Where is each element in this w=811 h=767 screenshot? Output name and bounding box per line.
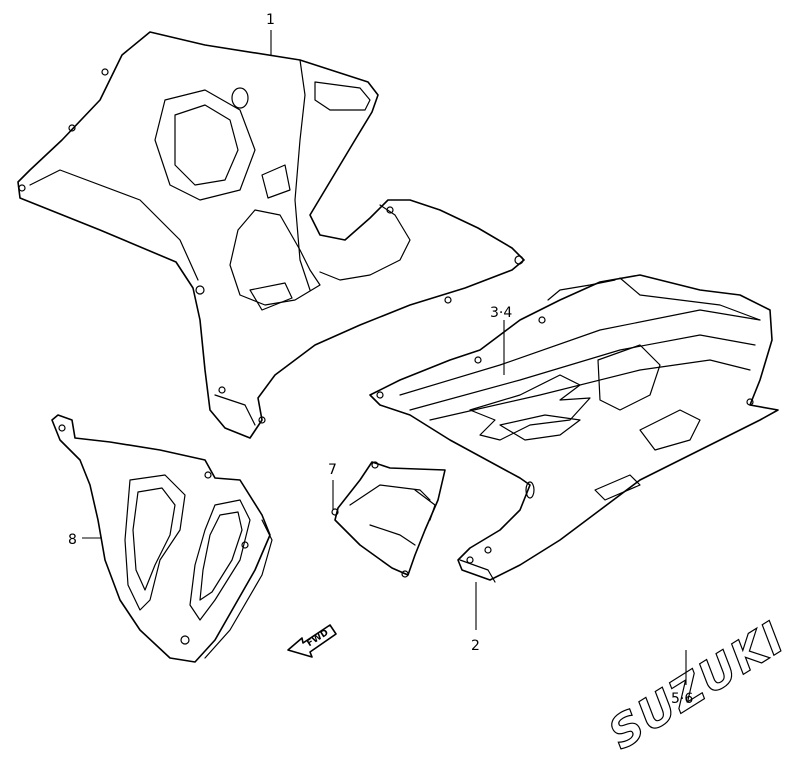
part-2-lower-cowling: [369, 274, 779, 583]
part-7-inner-panel: [331, 461, 446, 578]
part-1-upper-fairing: [17, 31, 525, 439]
callout-part-1: 1: [266, 12, 275, 28]
callout-part-7: 7: [328, 462, 337, 478]
callout-part-3-4: 3·4: [490, 305, 512, 321]
callout-part-2: 2: [471, 638, 480, 654]
callout-part-8: 8: [68, 532, 77, 548]
suzuki-logo-text: SUZUKI: [600, 612, 795, 760]
forward-arrow-icon: FWD: [287, 624, 337, 658]
callout-part-5-6: 5·6: [671, 691, 693, 707]
suzuki-decal-logo: SUZUKI: [599, 611, 795, 760]
part-8-inner-side-panel: [51, 414, 273, 663]
